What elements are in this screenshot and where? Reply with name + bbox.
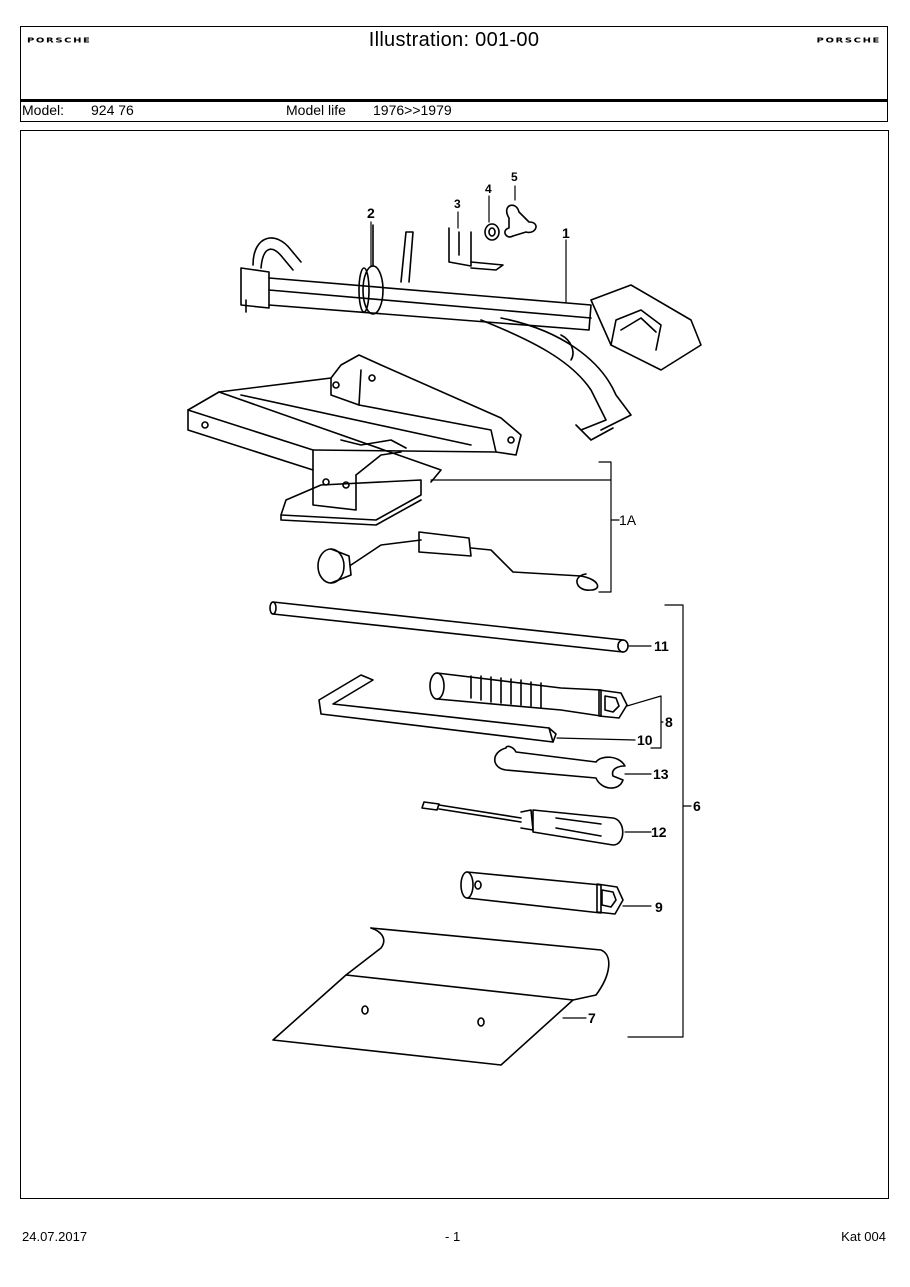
callout-labels: 1 2 3 4 5 1A 6 7 8 9 10 11 12 13 — [367, 170, 701, 1026]
part-3-clip — [448, 227, 504, 271]
callout-1a: 1A — [619, 512, 637, 528]
header-box: PORSCHE Illustration: 001-00 PORSCHE Mod… — [20, 26, 888, 122]
part-9-box-wrench — [460, 871, 624, 915]
callout-5: 5 — [511, 170, 518, 184]
part-7-cover-mat — [272, 927, 610, 1066]
part-11-rod — [269, 601, 629, 653]
callout-12: 12 — [651, 824, 667, 840]
model-life-value: 1976>>1979 — [373, 102, 452, 118]
exploded-parts-diagram: 1 2 3 4 5 1A 6 7 8 9 10 11 12 13 — [187, 170, 702, 1066]
callout-11: 11 — [654, 638, 669, 654]
porsche-logo-left: PORSCHE — [27, 36, 92, 45]
page-title: Illustration: 001-00 — [368, 29, 540, 51]
callout-7: 7 — [588, 1010, 596, 1026]
part-1a-scissor-jack — [187, 354, 522, 526]
model-life-label: Model life — [286, 102, 346, 118]
callout-10: 10 — [637, 732, 653, 748]
part-10-hex-key — [318, 674, 557, 743]
callout-6: 6 — [693, 798, 701, 814]
part-1a-crank-handle — [317, 531, 599, 591]
leader-lines — [370, 185, 692, 1038]
footer-page-number: - 1 — [445, 1229, 461, 1244]
part-13-open-wrench — [493, 745, 626, 789]
part-1-jack-holder — [240, 237, 702, 441]
part-2-strap — [358, 224, 414, 315]
callout-2: 2 — [367, 205, 375, 221]
callout-3: 3 — [454, 197, 461, 211]
part-5-wing-nut — [504, 204, 537, 238]
callout-13: 13 — [653, 766, 669, 782]
callout-4: 4 — [485, 182, 492, 196]
footer-catalog: Kat 004 — [841, 1229, 886, 1244]
callout-9: 9 — [655, 899, 663, 915]
illustration-frame: 1 2 3 4 5 1A 6 7 8 9 10 11 12 13 — [20, 130, 889, 1199]
callout-1: 1 — [562, 225, 570, 241]
part-8-lug-wrench — [429, 672, 628, 719]
header-divider — [21, 99, 887, 102]
model-label: Model: — [22, 102, 65, 118]
model-value: 924 76 — [91, 102, 134, 118]
part-12-screwdriver — [421, 801, 624, 846]
callout-8: 8 — [665, 714, 673, 730]
porsche-logo-right: PORSCHE — [816, 36, 881, 45]
part-4-washer — [484, 223, 500, 241]
footer-date: 24.07.2017 — [22, 1229, 88, 1244]
